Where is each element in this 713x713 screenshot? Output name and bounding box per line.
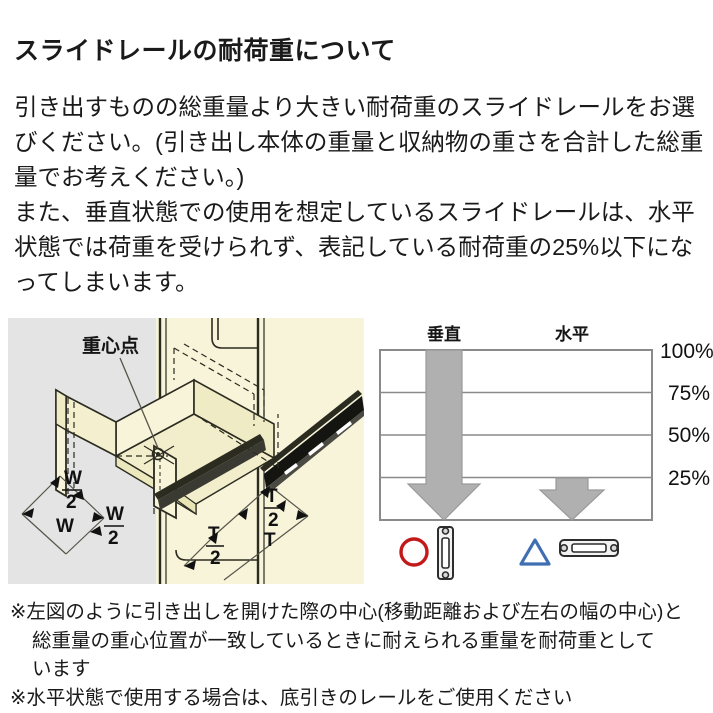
svg-text:T: T	[266, 486, 278, 507]
dim-label-t-half-front: T 2	[206, 524, 224, 569]
figure-band: 重心点 W 2 W W 2 T 2 T	[0, 318, 713, 586]
svg-text:2: 2	[108, 528, 119, 549]
footnote-2: ※水平状態で使用する場合は、底引きのレールをご使用ください	[10, 686, 573, 709]
drawer-diagram: 重心点 W 2 W W 2 T 2 T	[8, 318, 364, 584]
construction-dashed	[65, 343, 279, 514]
svg-text:W: W	[106, 504, 124, 525]
status-marker-circle	[399, 537, 429, 567]
dim-lines-t	[183, 485, 309, 581]
footnotes: ※左図のように引き出しを開けた際の中心(移動距離および左右の幅の中心)と 総重量…	[10, 598, 710, 712]
svg-text:T: T	[208, 524, 220, 545]
rail-vertical-icon	[437, 526, 454, 580]
chart-tick-label-75: 75%	[668, 382, 710, 405]
chart-category-label-vertical: 垂直	[427, 324, 461, 344]
cabinet-shelf-lines	[175, 318, 258, 561]
chart-category-label-horizontal: 水平	[555, 324, 589, 344]
chart-bar-vertical	[406, 349, 482, 521]
svg-text:2: 2	[268, 510, 279, 531]
dim-label-w-total: W	[56, 516, 74, 537]
dim-label-t-total: T	[264, 530, 276, 551]
dim-label-w-half-right: W 2	[104, 504, 124, 549]
chart-tick-label-25: 25%	[668, 467, 710, 490]
slide-rail-drawer	[154, 434, 266, 510]
page-title: スライドレールの耐荷重について	[14, 36, 396, 65]
chart-tick-label-100: 100%	[660, 340, 713, 363]
dim-lines-w	[21, 475, 105, 555]
load-rating-chart: 垂直 水平 100% 75% 50% 25	[372, 318, 713, 584]
footnote-1-line-2: 総重量の重心位置が一致しているときに耐えられる重量を耐荷重として	[32, 629, 655, 652]
chart-gridlines	[380, 391, 652, 479]
body-copy: 引き出すものの総重量より大きい耐荷重のスライドレールをお選びください。(引き出し…	[14, 90, 706, 300]
svg-text:2: 2	[210, 548, 221, 569]
footnote-1-line-1: ※左図のように引き出しを開けた際の中心(移動距離および左右の幅の中心)と	[10, 601, 683, 623]
rail-horizontal-icon	[559, 539, 619, 557]
dim-label-t-half-back: T 2	[264, 486, 282, 531]
slide-rail-mounted	[260, 390, 364, 494]
body-paragraph-2: また、垂直状態での使用を想定しているスライドレールは、水平状態では荷重を受けられ…	[14, 199, 695, 295]
footnote-1-line-3: います	[32, 658, 91, 680]
body-paragraph-1: 引き出すものの総重量より大きい耐荷重のスライドレールをお選びください。(引き出し…	[14, 94, 704, 190]
svg-text:2: 2	[66, 492, 77, 513]
chart-bar-horizontal	[538, 477, 606, 521]
center-of-gravity-marker	[119, 357, 175, 465]
dim-label-w-half-left: W 2	[62, 468, 82, 513]
svg-text:W: W	[64, 468, 82, 489]
status-marker-triangle	[519, 538, 551, 566]
drawer-front-plate	[153, 444, 177, 520]
chart-tick-label-50: 50%	[668, 424, 710, 447]
center-of-gravity-label: 重心点	[82, 335, 139, 357]
